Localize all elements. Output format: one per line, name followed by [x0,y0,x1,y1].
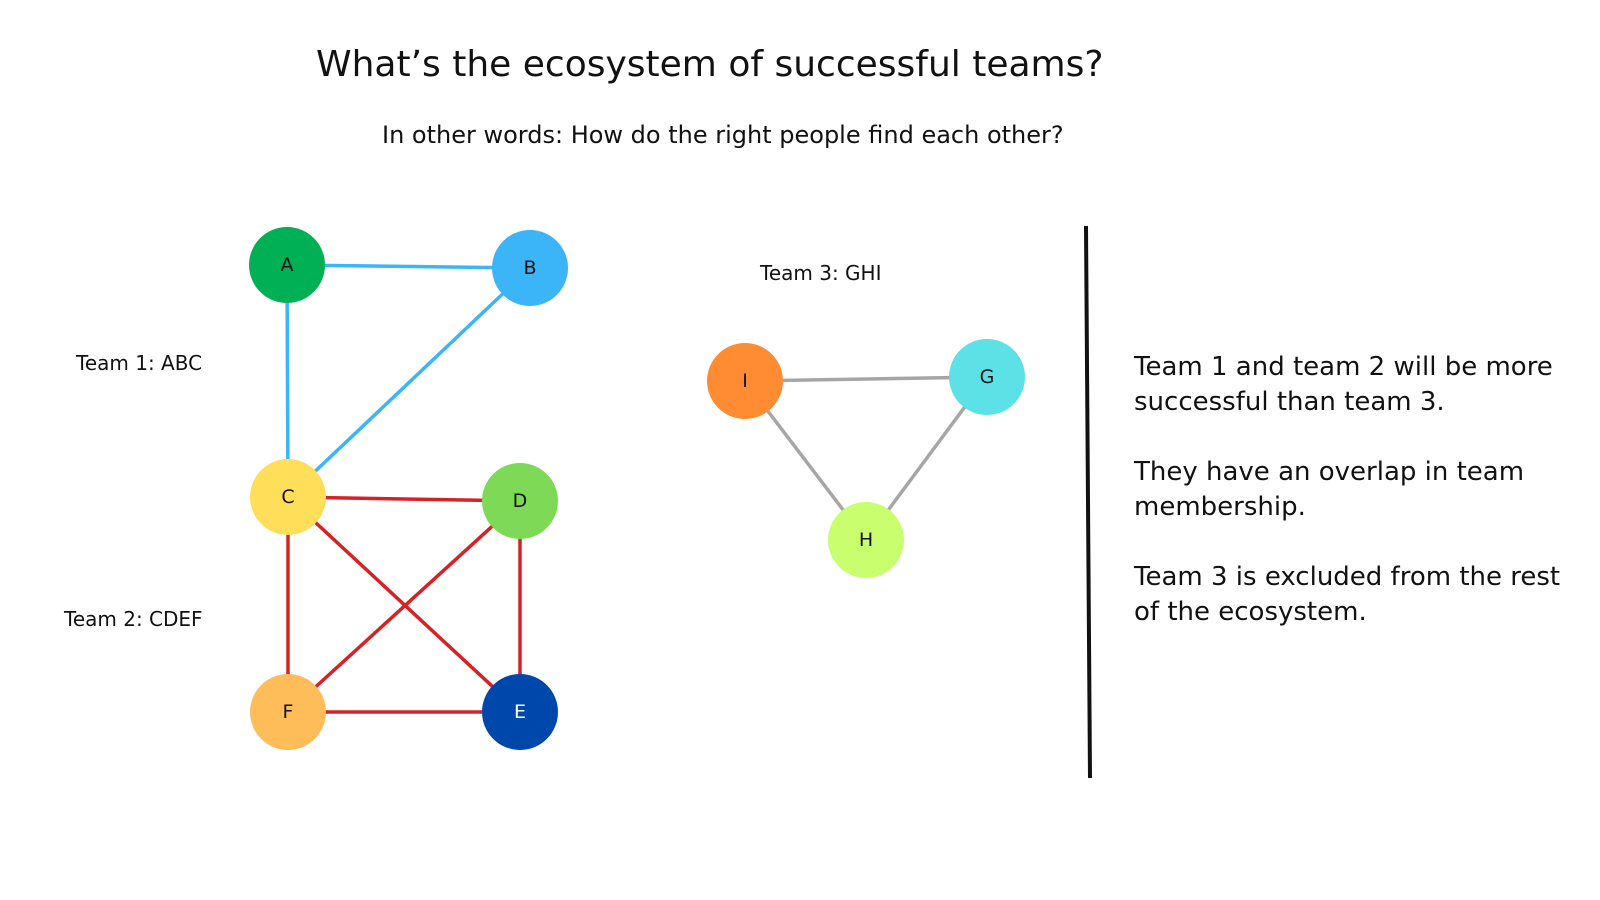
edge-a-c [285,264,290,498]
node-c: C [250,459,326,535]
page-title: What’s the ecosystem of successful teams… [316,44,1104,85]
node-label: I [742,370,748,392]
node-i: I [707,343,783,419]
node-e: E [482,674,558,750]
node-circle [828,502,904,578]
node-layer: A B C D E F G H I [249,227,1025,750]
node-circle [482,674,558,750]
node-circle [707,343,783,419]
node-circle [492,230,568,306]
edge-b-c [286,266,532,499]
node-label: B [523,257,536,279]
node-label: G [980,366,995,388]
edge-i-g [744,375,988,383]
node-h: H [828,502,904,578]
node-label: D [513,490,528,512]
node-circle [250,674,326,750]
node-circle [249,227,325,303]
node-circle [250,459,326,535]
notes-panel: Team 1 and team 2 will be more successfu… [1134,350,1574,665]
divider-line [1084,225,1092,779]
node-b: B [492,230,568,306]
team-1-label: Team 1: ABC [76,351,203,375]
node-label: H [859,529,873,551]
node-circle [482,463,558,539]
node-a: A [249,227,325,303]
node-f: F [250,674,326,750]
edge-a-b [286,263,531,270]
node-label: A [281,254,294,276]
node-label: F [283,701,294,723]
note-3: Team 3 is excluded from the rest of the … [1134,562,1561,627]
note-2: They have an overlap in team membership. [1134,457,1525,522]
node-g: G [949,339,1025,415]
edge-d-f [286,499,522,714]
node-circle [949,339,1025,415]
note-1: Team 1 and team 2 will be more successfu… [1134,352,1553,417]
node-label: C [281,486,294,508]
edge-c-d [287,495,521,503]
node-label: E [514,701,526,723]
team-2-label: Team 2: CDEF [64,607,203,631]
edge-layer [285,263,989,714]
node-d: D [482,463,558,539]
page-subtitle: In other words: How do the right people … [382,121,1064,149]
team-3-label: Team 3: GHI [760,261,882,285]
